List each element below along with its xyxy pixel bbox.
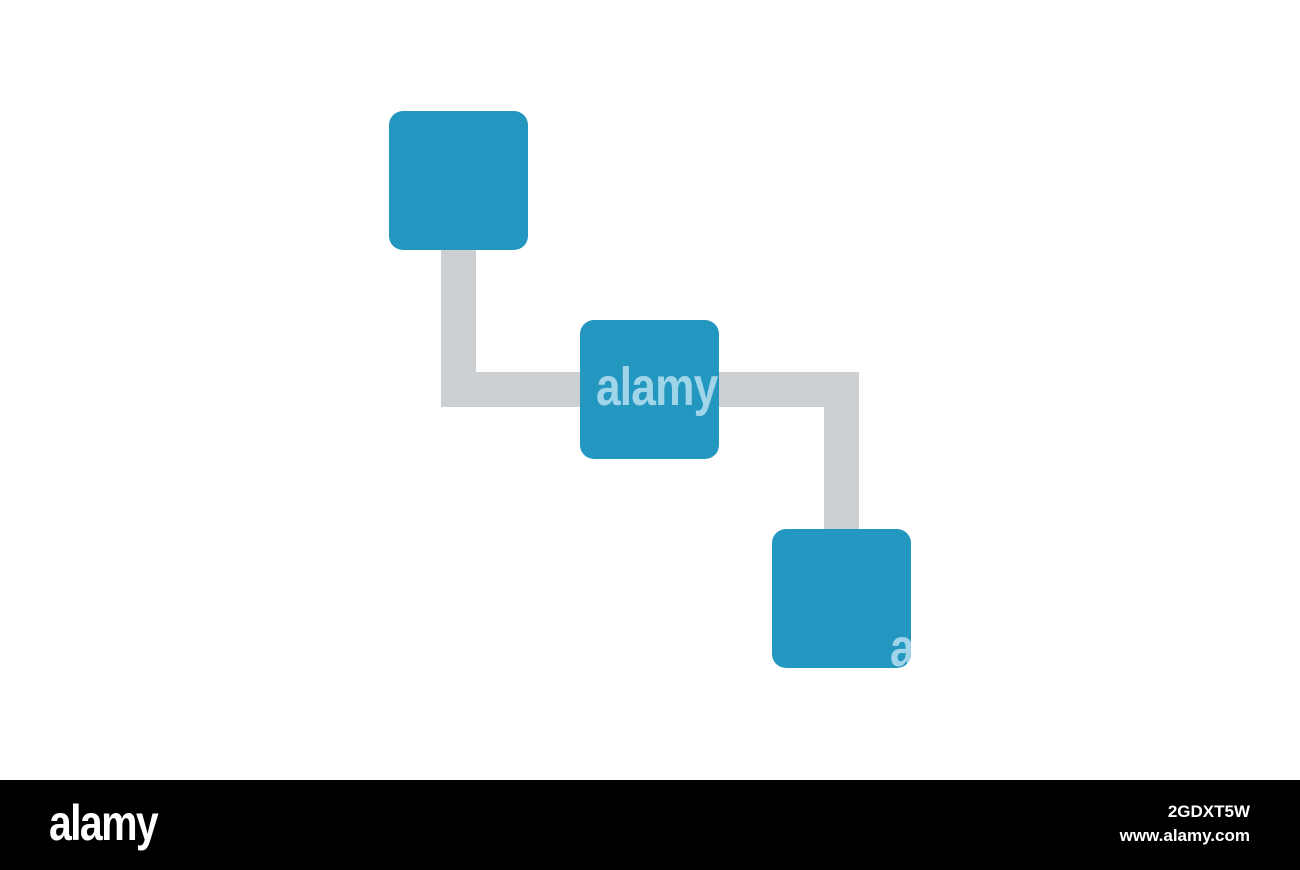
connector-bottom-vertical [824,372,859,534]
node-bottom: a [772,529,911,668]
footer-logo: alamy [49,795,159,851]
watermark-fragment: a [890,621,911,668]
footer-url: www.alamy.com [1119,826,1250,845]
watermark-fragment: • [491,241,504,251]
node-middle: alamy [580,320,719,459]
node-top: • [389,111,528,250]
diagram-canvas: • alamy a [389,111,911,668]
watermark-text: alamy [596,357,718,417]
footer-bar: alamy 2GDXT5W www.alamy.com [0,780,1300,870]
image-id: 2GDXT5W [1167,802,1250,821]
connector-left-horizontal [441,372,586,407]
